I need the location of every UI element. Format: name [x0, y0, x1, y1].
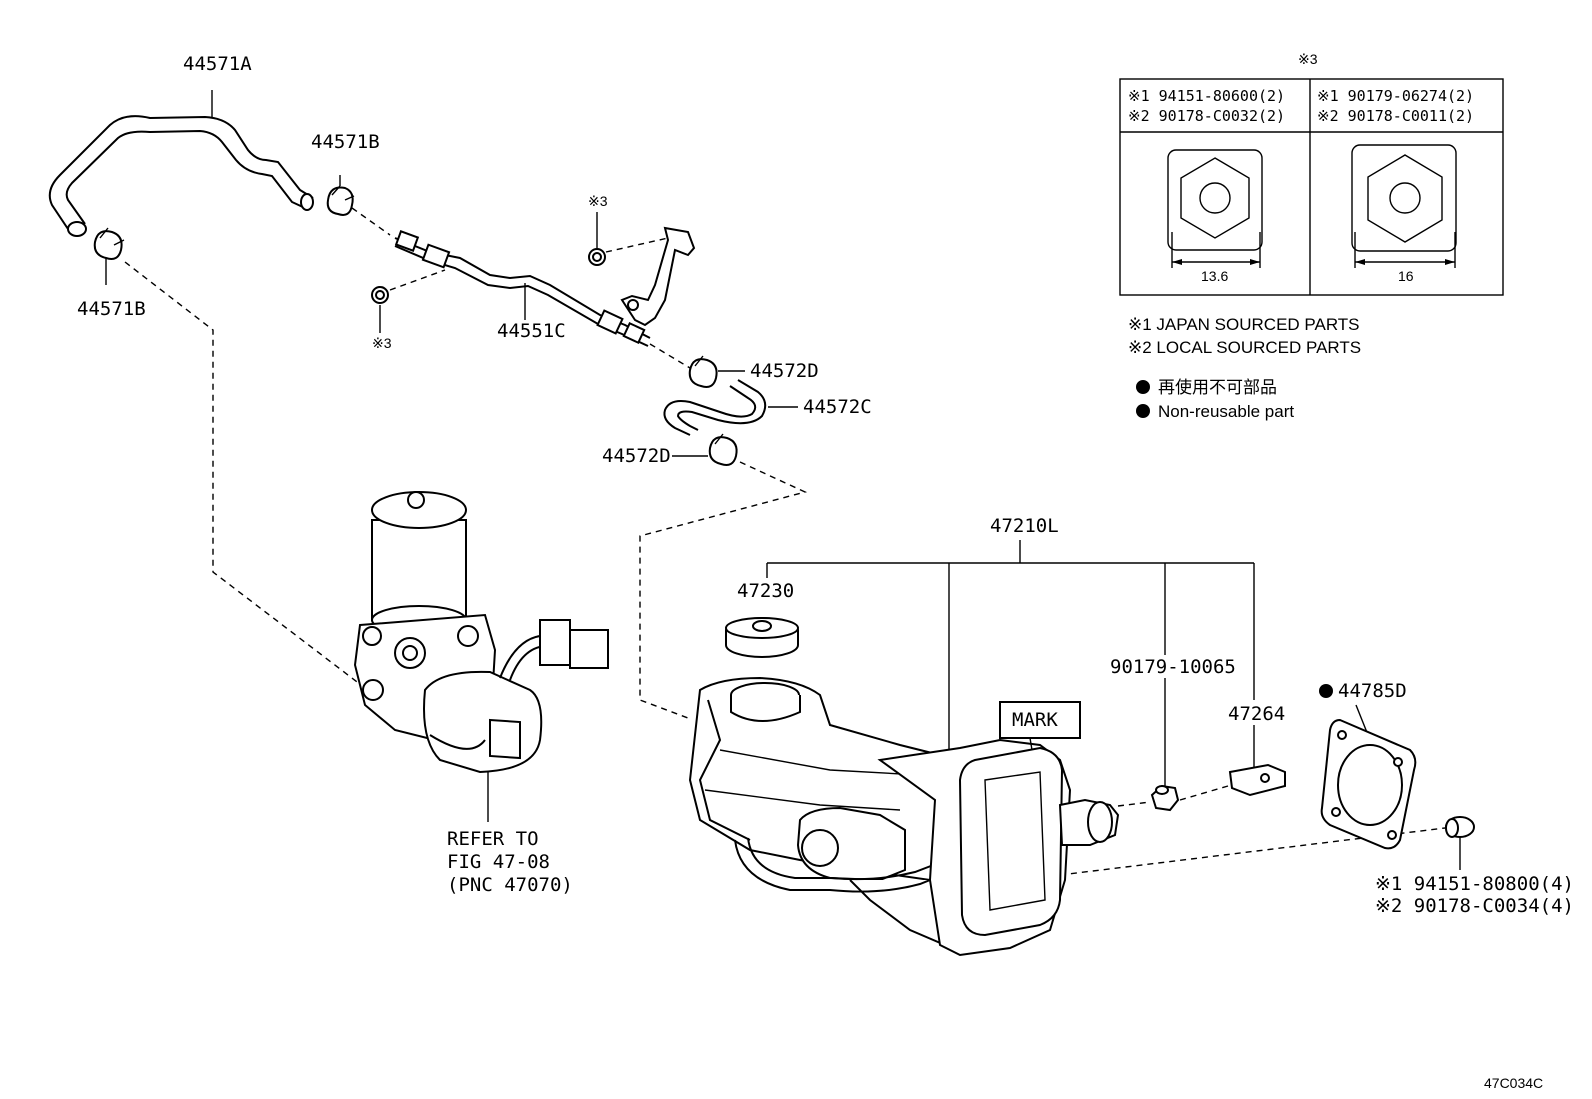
table-col1-dim: 13.6 [1201, 268, 1228, 284]
label-44572c: 44572C [803, 396, 872, 418]
clip-44572d-bottom-drawing [672, 433, 738, 466]
figure-code: 47C034C [1484, 1075, 1543, 1091]
label-note3-top: ※3 [588, 193, 608, 209]
clip-44571b-top-drawing [326, 175, 355, 216]
refer-line-1: REFER TO [447, 828, 539, 850]
nut-90179-drawing [1150, 678, 1180, 812]
label-44571b-left: 44571B [77, 298, 146, 320]
refer-line-3: (PNC 47070) [447, 874, 573, 896]
bolt-part-line-2: ※2 90178-C0034(4) [1375, 895, 1574, 917]
legend-note2: ※2 LOCAL SOURCED PARTS [1128, 338, 1361, 357]
label-90179-10065: 90179-10065 [1110, 656, 1236, 678]
hose-44572c-drawing [663, 379, 798, 436]
label-note3-bottom: ※3 [372, 335, 392, 351]
legend-dot-en [1136, 404, 1150, 418]
cap-47230-drawing [725, 616, 799, 658]
label-47264: 47264 [1228, 703, 1285, 725]
legend-note1: ※1 JAPAN SOURCED PARTS [1128, 315, 1360, 334]
clip-44572d-top-drawing [688, 355, 745, 388]
clip-44571b-left-drawing [93, 227, 125, 285]
nut-table [1119, 78, 1504, 296]
master-cylinder-assembly-drawing [688, 676, 1120, 957]
refer-line-2: FIG 47-08 [447, 851, 550, 873]
table-col2-dim: 16 [1398, 268, 1414, 284]
label-44571b-top: 44571B [311, 131, 380, 153]
table-col2-line1: ※1 90179-06274(2) [1317, 87, 1474, 105]
label-47210l: 47210L [990, 515, 1059, 537]
actuator-drawing [353, 491, 609, 822]
label-44572d-bottom: 44572D [602, 445, 671, 467]
table-col2-line2: ※2 90178-C0011(2) [1317, 107, 1474, 125]
table-col1-line1: ※1 94151-80600(2) [1128, 87, 1285, 105]
nut-left-drawing [371, 286, 389, 333]
label-44785d: 44785D [1338, 680, 1407, 702]
bolt-drawing [1445, 816, 1475, 870]
bracket-47264-drawing [1228, 725, 1286, 797]
nut-top-drawing [588, 212, 606, 266]
non-reusable-dot-44785d [1319, 684, 1333, 698]
label-47230: 47230 [737, 580, 794, 602]
bolt-part-line-1: ※1 94151-80800(4) [1375, 873, 1574, 895]
legend-non-reusable-en: Non-reusable part [1158, 402, 1294, 421]
gasket-44785d-drawing [1320, 704, 1417, 850]
bracket-47210l [766, 540, 1255, 765]
mark-label: MARK [1012, 709, 1058, 731]
legend-dot-jp [1136, 380, 1150, 394]
table-col1-line2: ※2 90178-C0032(2) [1128, 107, 1285, 125]
label-44571a: 44571A [183, 53, 252, 75]
pipe-44551c-drawing [394, 230, 651, 347]
table-header: ※3 [1298, 51, 1318, 67]
bracket-drawing [620, 226, 696, 327]
hose-44571a-drawing [48, 90, 314, 237]
label-44572d-top: 44572D [750, 360, 819, 382]
legend-non-reusable-jp: 再使用不可部品 [1158, 377, 1277, 397]
label-44551c: 44551C [497, 320, 566, 342]
